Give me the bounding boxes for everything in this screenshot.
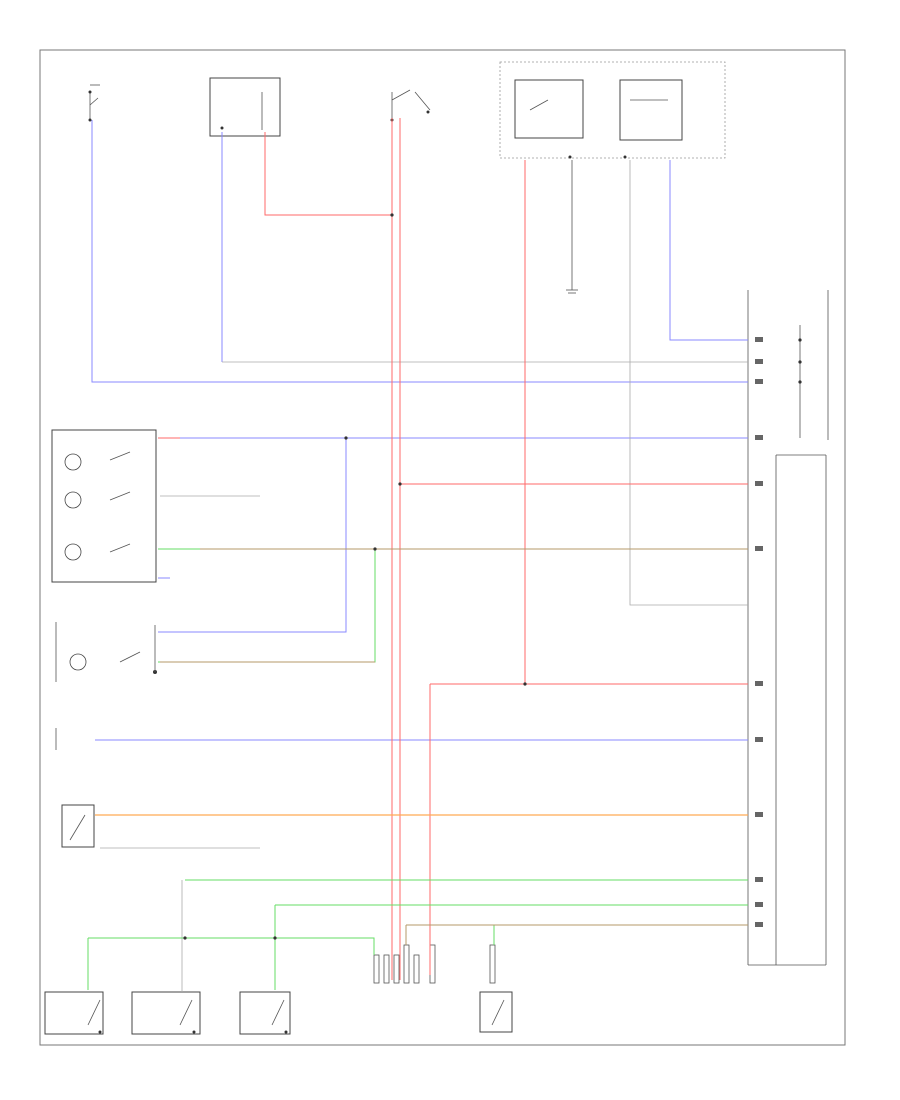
wires-gray [100, 160, 748, 992]
brake-switch-top [390, 89, 431, 122]
bottom-switch-3 [239, 991, 291, 1035]
right-module [747, 290, 829, 966]
right-connector-tabs [755, 337, 763, 927]
wires-green [87, 548, 748, 990]
module-top-right [499, 61, 726, 159]
ground-symbol-top [566, 160, 578, 294]
relay-box-top [209, 77, 281, 137]
bottom-switch-1 [44, 991, 104, 1035]
bottom-switch-4 [479, 991, 513, 1033]
switch-rear-left [55, 622, 157, 682]
switch-lever-left [61, 804, 95, 848]
bottom-switch-2 [131, 991, 201, 1035]
diagram-frame [39, 49, 846, 1046]
splice-points [183, 213, 802, 940]
top-left-switch [88, 84, 100, 122]
wires-blue [91, 120, 748, 741]
switch-cluster-left [51, 429, 157, 583]
wires-brown [160, 548, 748, 945]
